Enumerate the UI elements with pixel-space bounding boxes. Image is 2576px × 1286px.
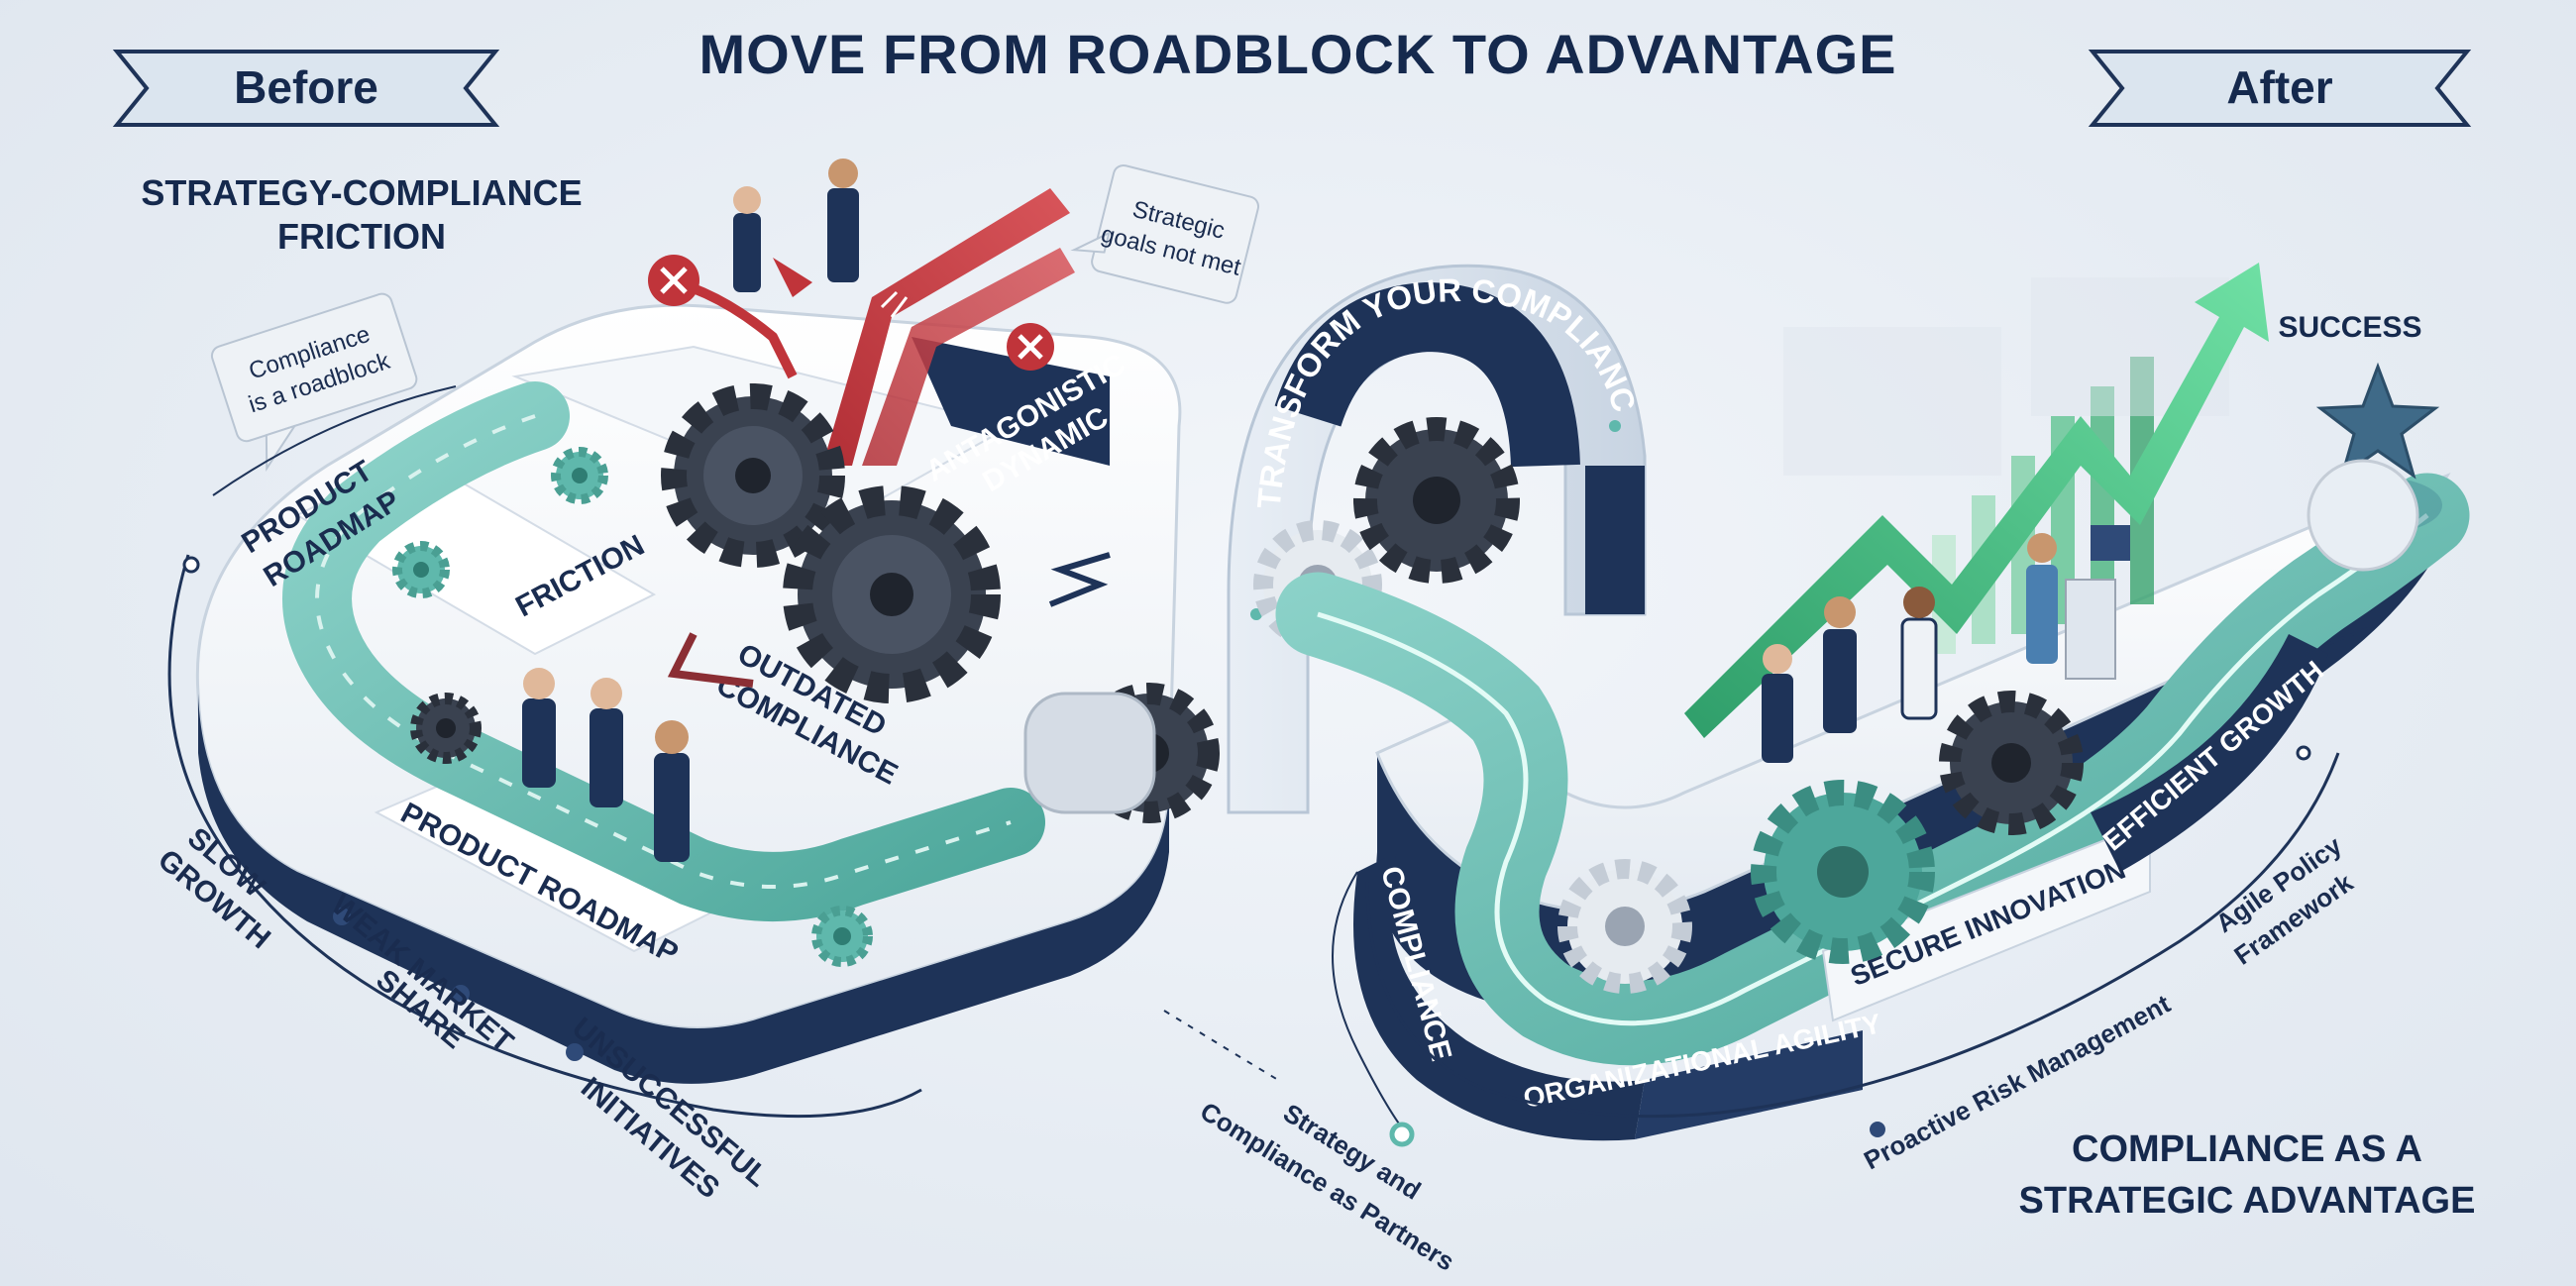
after-label: After (2226, 61, 2332, 113)
gear-small-dark-icon (410, 693, 482, 764)
agility-segment (1635, 1030, 1863, 1139)
collaborating-people-figures (1762, 525, 2130, 763)
goals-bubble: Strategic goals not met (1070, 163, 1260, 304)
transform-arch (1227, 264, 1647, 814)
gear-white-icon (1557, 859, 1692, 994)
rising-green-arrow (1684, 263, 2269, 738)
before-label: Before (234, 61, 378, 113)
gear-dark-icon (1353, 417, 1520, 584)
partners-node-icon (1389, 1122, 1415, 1147)
arguing-people-figures (733, 159, 859, 292)
growth-segment (2091, 634, 2328, 872)
gear-dark-icon (1939, 691, 2084, 835)
after-ribbon: After (2088, 50, 2472, 127)
conclusion-line1: COMPLIANCE AS A (2072, 1128, 2422, 1170)
gear-large-dark-icon (661, 383, 845, 568)
red-broken-arrows (648, 188, 1075, 466)
success-pedestal (2307, 459, 2419, 572)
roadblock-bubble: Compliance is a roadblock (210, 292, 418, 472)
before-heading-line2: FRICTION (277, 216, 446, 257)
before-heading-line1: STRATEGY-COMPLIANCE (141, 172, 582, 213)
conclusion-line2: STRATEGIC ADVANTAGE (2019, 1180, 2476, 1222)
success-label: SUCCESS (2278, 311, 2421, 344)
stressed-people-figures (522, 668, 690, 862)
gear-large-dark-icon (783, 485, 1001, 703)
gear-small-teal-icon (811, 906, 873, 967)
friction-arrow-icon (667, 632, 754, 688)
gear-teal-icon (1751, 780, 1935, 964)
compliance-segment (1353, 852, 1645, 1141)
zigzag-arrow-icon (1048, 552, 1111, 607)
after-benefit-curve (1365, 752, 2340, 1119)
gear-small-teal-icon (392, 541, 450, 598)
before-outcome-curve (167, 554, 922, 1119)
main-title: MOVE FROM ROADBLOCK TO ADVANTAGE (698, 23, 1896, 85)
before-ribbon: Before (112, 50, 500, 127)
innovation-segment (1821, 820, 2151, 1022)
gear-small-teal-icon (551, 447, 608, 504)
gear-housing (1023, 692, 1156, 814)
